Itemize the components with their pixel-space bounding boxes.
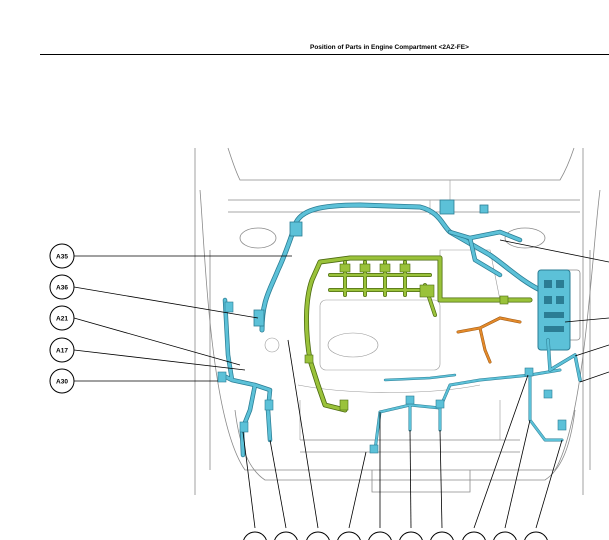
- callout-bottom-leader: [409, 429, 412, 529]
- blue-harness-main: [253, 199, 543, 333]
- callout-bottom-leader: [348, 451, 367, 529]
- callout-bottom-leader: [439, 429, 443, 529]
- page-title: Position of Parts in Engine Compartment …: [310, 44, 469, 51]
- callout-bottom-leader: [473, 374, 529, 529]
- svg-text:A36: A36: [56, 285, 68, 292]
- relay-block: [537, 269, 571, 351]
- orange-harness: [456, 316, 522, 364]
- callout-a30: A30: [49, 368, 218, 394]
- callout-bottom-leader: [242, 431, 256, 529]
- blue-harness-lower: [217, 297, 582, 458]
- callout-bottom-leader: [535, 439, 563, 529]
- svg-text:A21: A21: [56, 316, 68, 323]
- callout-a35: A35: [49, 243, 292, 269]
- title-rule: [40, 54, 609, 55]
- callout-bottom-circle: [524, 531, 548, 540]
- callout-bottom-leader: [504, 419, 531, 529]
- callouts-right-leaders: [499, 239, 609, 383]
- callout-bottom-circle: [274, 531, 298, 540]
- callout-bottom-leader: [269, 439, 287, 529]
- callout-bottom-circle: [430, 531, 454, 540]
- callout-bottom-circle: [399, 531, 423, 540]
- callouts-left: A35 A36 A21 A17 A30: [49, 243, 292, 394]
- callout-bottom-circle: [243, 531, 267, 540]
- callout-a36: A36: [49, 274, 259, 319]
- callout-a17: A17: [49, 337, 246, 371]
- green-harness: [304, 255, 533, 413]
- callout-bottom-circle: [368, 531, 392, 540]
- callout-bottom-circle: [306, 531, 330, 540]
- callout-bottom-circle: [493, 531, 517, 540]
- callout-bottom-leader: [287, 339, 319, 529]
- svg-text:A30: A30: [56, 379, 68, 386]
- svg-text:A17: A17: [56, 348, 68, 355]
- callout-bottom-circle: [337, 531, 361, 540]
- callouts-bottom: [242, 339, 563, 540]
- callout-bottom-circle: [462, 531, 486, 540]
- svg-text:A35: A35: [56, 254, 68, 261]
- callout-a21: A21: [49, 305, 241, 366]
